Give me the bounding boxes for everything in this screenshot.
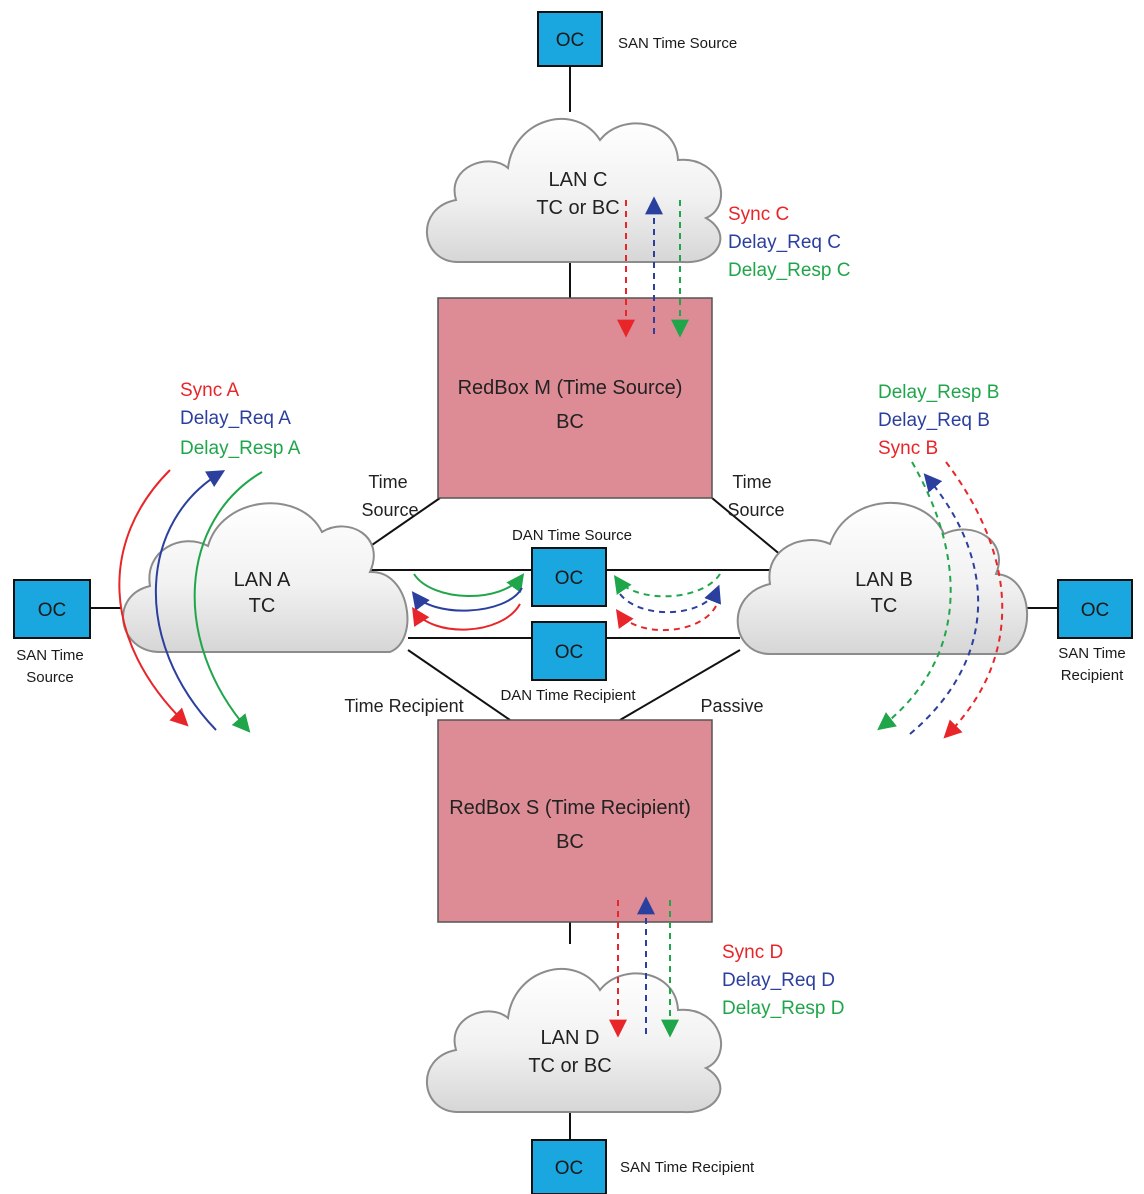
message-arrows-c: Sync C Delay_Req C Delay_Resp C (617, 196, 851, 338)
redbox-m-title: RedBox M (Time Source) (458, 377, 683, 399)
delay-resp-a-arrow (193, 471, 263, 733)
cloud-lan-c: LAN C TC or BC (426, 117, 722, 264)
oc-label: OC (556, 30, 585, 51)
oc-san-time-recipient-bottom: OC SAN Time Recipient (531, 1139, 755, 1194)
oc-label: OC (555, 568, 584, 589)
oc-label: OC (555, 642, 584, 663)
connection-lines (90, 66, 1058, 1140)
redbox-s-title: RedBox S (Time Recipient) (449, 797, 691, 819)
sync-c-label: Sync C (728, 204, 789, 225)
link-redbox-m-lanb (711, 497, 783, 557)
oc-dan-time-recipient: OC DAN Time Recipient (500, 621, 636, 704)
san-time-source-left-label-1: SAN Time (16, 647, 84, 664)
lan-d-name: LAN D (541, 1027, 600, 1049)
oc-dan-time-source: OC DAN Time Source (512, 527, 632, 607)
lan-b-name: LAN B (855, 569, 913, 591)
dan-right-sync-arrow (615, 605, 717, 631)
delay-req-a-arrow (154, 470, 226, 731)
oc-label: OC (38, 600, 67, 621)
lan-c-name: LAN C (549, 169, 608, 191)
redbox-s: RedBox S (Time Recipient) BC (437, 719, 713, 923)
sync-d-label: Sync D (722, 942, 783, 963)
delay-resp-c-label: Delay_Resp C (728, 260, 851, 281)
san-time-recipient-right-label-2: Recipient (1061, 667, 1124, 684)
redbox-m: RedBox M (Time Source) BC (437, 297, 713, 499)
delay-resp-b-label: Delay_Resp B (878, 382, 999, 403)
message-arrows-a: Sync A Delay_Req A Delay_Resp A (118, 380, 301, 733)
oc-san-time-source-top: OC SAN Time Source (537, 11, 737, 67)
oc-san-time-recipient-right: OC SAN Time Recipient (1057, 579, 1133, 684)
oc-label: OC (1081, 600, 1110, 621)
delay-req-b-label: Delay_Req B (878, 410, 990, 431)
dan-message-arrows (411, 573, 721, 631)
link-lana-redbox-s (407, 649, 511, 721)
redbox-m-type: BC (556, 411, 584, 433)
lan-d-type: TC or BC (528, 1055, 611, 1077)
redbox-s-left-port-label: Time Recipient (344, 696, 463, 716)
redbox-s-right-port-label: Passive (700, 696, 763, 716)
redbox-m-left-port-label-1: Time (368, 472, 407, 492)
lan-c-type: TC or BC (536, 197, 619, 219)
cloud-lan-b: LAN B TC (736, 502, 1028, 655)
dan-time-source-label: DAN Time Source (512, 527, 632, 544)
delay-req-c-label: Delay_Req C (728, 232, 841, 253)
lan-a-type: TC (249, 595, 276, 617)
delay-resp-a-label: Delay_Resp A (180, 438, 301, 459)
sync-a-label: Sync A (180, 380, 239, 401)
sync-b-label: Sync B (878, 438, 938, 459)
cloud-lan-d: LAN D TC or BC (426, 967, 722, 1114)
delay-req-d-label: Delay_Req D (722, 970, 835, 991)
message-arrows-b: Delay_Resp B Delay_Req B Sync B (877, 382, 1004, 739)
sync-a-arrow (118, 469, 189, 727)
delay-resp-b-arrow (877, 461, 952, 731)
san-time-recipient-right-label-1: SAN Time (1058, 645, 1126, 662)
cloud-lan-a: LAN A TC (122, 502, 409, 653)
dan-right-resp-arrow (613, 573, 721, 598)
dan-left-resp-arrow (413, 573, 525, 597)
redbox-m-right-port-label-1: Time (732, 472, 771, 492)
redbox-s-type: BC (556, 831, 584, 853)
lan-a-name: LAN A (234, 569, 291, 591)
redbox-m-left-port-label-2: Source (361, 500, 418, 520)
message-arrows-d: Sync D Delay_Req D Delay_Resp D (609, 896, 845, 1038)
sync-b-arrow (943, 461, 1004, 739)
san-time-source-left-label-2: Source (26, 669, 74, 686)
delay-resp-d-label: Delay_Resp D (722, 998, 845, 1019)
redbox-m-right-port-label-2: Source (727, 500, 784, 520)
delay-req-a-label: Delay_Req A (180, 408, 291, 429)
delay-req-b-arrow (909, 473, 980, 735)
san-time-recipient-bottom-label: SAN Time Recipient (620, 1159, 755, 1176)
dan-left-sync-arrow (412, 603, 521, 631)
dan-time-recipient-label: DAN Time Recipient (500, 687, 636, 704)
san-time-source-top-label: SAN Time Source (618, 35, 737, 52)
oc-label: OC (555, 1158, 584, 1179)
link-lanb-redbox-s (619, 649, 741, 721)
dan-left-req-arrow (411, 587, 523, 612)
lan-b-type: TC (871, 595, 898, 617)
oc-san-time-source-left: OC SAN Time Source (13, 579, 91, 686)
port-labels: Time Source Time Source Time Recipient P… (344, 472, 784, 716)
dan-right-req-arrow (619, 584, 721, 613)
